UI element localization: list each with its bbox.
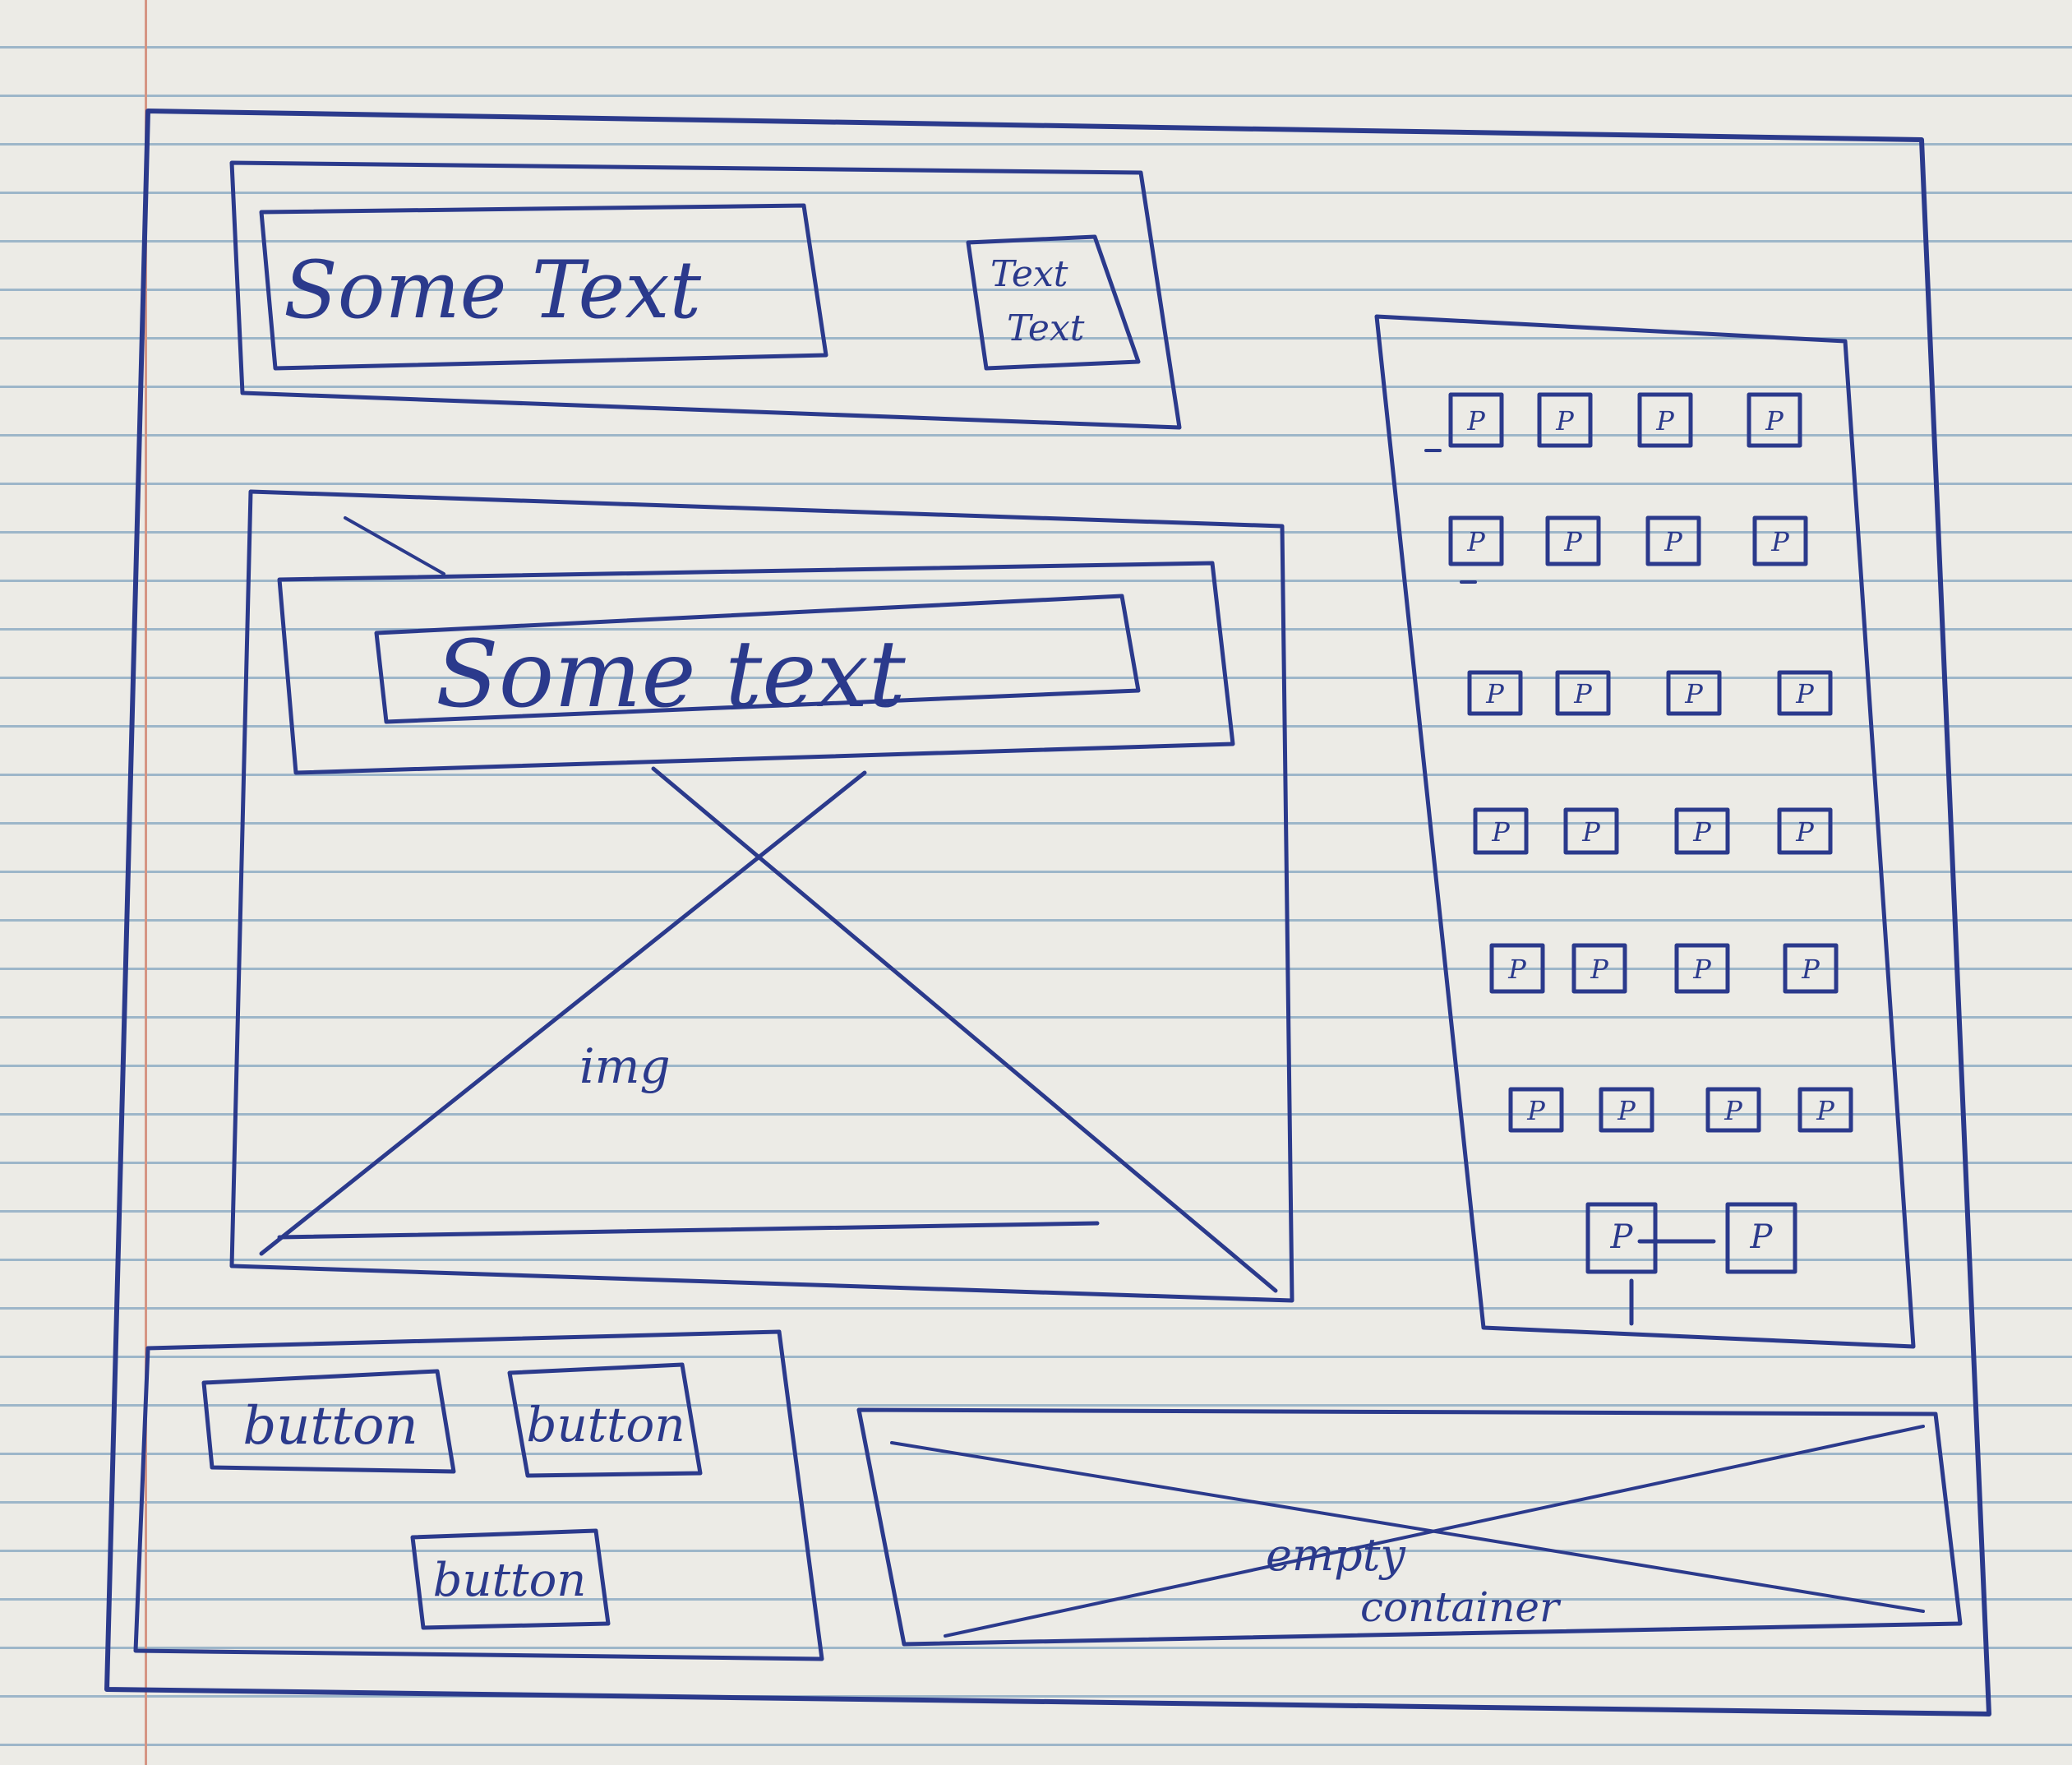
sidebar-item-label: P xyxy=(1507,954,1526,985)
empty-container-label-2: container xyxy=(1360,1583,1559,1631)
sidebar-item-label: P xyxy=(1466,405,1485,437)
sidebar-grid: P P P P P P P P P P P P P P P P P P P P P P P P P P xyxy=(1448,392,1853,1274)
sidebar-item-box[interactable] xyxy=(1467,670,1523,716)
button-3-box xyxy=(410,1528,611,1630)
main-card-title-text: Some text xyxy=(436,621,906,728)
sidebar-item-label: P xyxy=(1610,1218,1634,1256)
buttons-panel xyxy=(133,1329,824,1661)
header-small-box xyxy=(966,234,1141,371)
sidebar-item-label: P xyxy=(1692,954,1711,985)
margin-line xyxy=(145,0,147,1765)
image-placeholder xyxy=(259,766,1278,1293)
sidebar-item-box[interactable] xyxy=(1545,515,1601,566)
sidebar-item-label: P xyxy=(1563,526,1582,557)
sidebar-item-box[interactable] xyxy=(1783,943,1839,994)
header-text-box xyxy=(259,203,828,371)
image-label: img xyxy=(579,1038,671,1094)
sidebar-item-box[interactable] xyxy=(1508,1087,1564,1133)
empty-container xyxy=(856,1407,1963,1647)
sidebar-item-box[interactable] xyxy=(1725,1202,1797,1274)
sidebar-item-box[interactable] xyxy=(1666,670,1722,716)
header-title-text: Some Text xyxy=(284,244,702,336)
sidebar-item-box[interactable] xyxy=(1752,515,1808,566)
sidebar-item-label: P xyxy=(1724,1095,1742,1126)
sidebar-item-label: P xyxy=(1765,405,1784,437)
sidebar-item-label: P xyxy=(1655,405,1674,437)
main-card xyxy=(229,489,1294,1303)
sidebar-item-box[interactable] xyxy=(1585,1202,1658,1274)
outer-frame xyxy=(104,109,1991,1716)
header-small-text-2: Text xyxy=(1007,307,1085,349)
sidebar-item-box[interactable] xyxy=(1448,515,1504,566)
sidebar-item-box[interactable] xyxy=(1637,392,1693,448)
sidebar-item-label: P xyxy=(1526,1095,1545,1126)
sidebar-item-box[interactable] xyxy=(1674,943,1730,994)
header-container xyxy=(229,160,1182,430)
sidebar-item-box[interactable] xyxy=(1537,392,1593,448)
sidebar-item-box[interactable] xyxy=(1555,670,1611,716)
sidebar-item-label: P xyxy=(1573,678,1592,709)
main-card-flap xyxy=(344,516,445,575)
sidebar-item-label: P xyxy=(1795,678,1814,709)
sidebar-item-box[interactable] xyxy=(1645,515,1701,566)
sidebar-item-label: P xyxy=(1770,526,1789,557)
sidebar-item-box[interactable] xyxy=(1599,1087,1654,1133)
sidebar-item-box[interactable] xyxy=(1747,392,1802,448)
sidebar-item-box[interactable] xyxy=(1777,807,1833,855)
sidebar-item-box[interactable] xyxy=(1448,392,1504,448)
button-2[interactable]: button xyxy=(526,1396,685,1453)
sidebar-item-label: P xyxy=(1590,954,1608,985)
button-1-box xyxy=(201,1369,456,1474)
empty-container-diagonal xyxy=(944,1425,1925,1638)
sidebar-item-label: P xyxy=(1664,526,1682,557)
button-2-box xyxy=(507,1362,703,1478)
sidebar-item-label: P xyxy=(1617,1095,1636,1126)
sidebar-item-box[interactable] xyxy=(1489,943,1545,994)
sidebar-item-box[interactable] xyxy=(1571,943,1627,994)
sidebar-item-box[interactable] xyxy=(1777,670,1833,716)
sidebar-item-label: P xyxy=(1684,678,1703,709)
main-card-text-container xyxy=(277,561,1235,775)
empty-container-label-1: empty xyxy=(1266,1529,1405,1581)
sidebar-item-label: P xyxy=(1485,678,1504,709)
sidebar-item-box[interactable] xyxy=(1563,807,1619,855)
sidebar-item-label: P xyxy=(1750,1218,1774,1256)
sidebar-item-box[interactable] xyxy=(1705,1087,1761,1133)
header-small-text-1: Text xyxy=(990,253,1068,295)
sidebar-item-label: P xyxy=(1692,816,1711,848)
sidebar-item-label: P xyxy=(1466,526,1485,557)
sidebar-item-label: P xyxy=(1581,816,1600,848)
sidebar-panel xyxy=(1374,314,1916,1349)
main-card-text-box xyxy=(374,594,1141,724)
sidebar-item-label: P xyxy=(1795,816,1814,848)
sidebar-item-label: P xyxy=(1491,816,1510,848)
sidebar-item-label: P xyxy=(1801,954,1820,985)
sidebar-item-box[interactable] xyxy=(1674,807,1730,855)
sidebar-item-box[interactable] xyxy=(1797,1087,1853,1133)
button-1[interactable]: button xyxy=(242,1396,418,1457)
empty-container-diagonal xyxy=(890,1441,1925,1613)
sidebar-item-box[interactable] xyxy=(1473,807,1529,855)
sidebar-item-label: P xyxy=(1555,405,1574,437)
button-3[interactable]: button xyxy=(432,1554,587,1607)
sidebar-item-label: P xyxy=(1816,1095,1834,1126)
